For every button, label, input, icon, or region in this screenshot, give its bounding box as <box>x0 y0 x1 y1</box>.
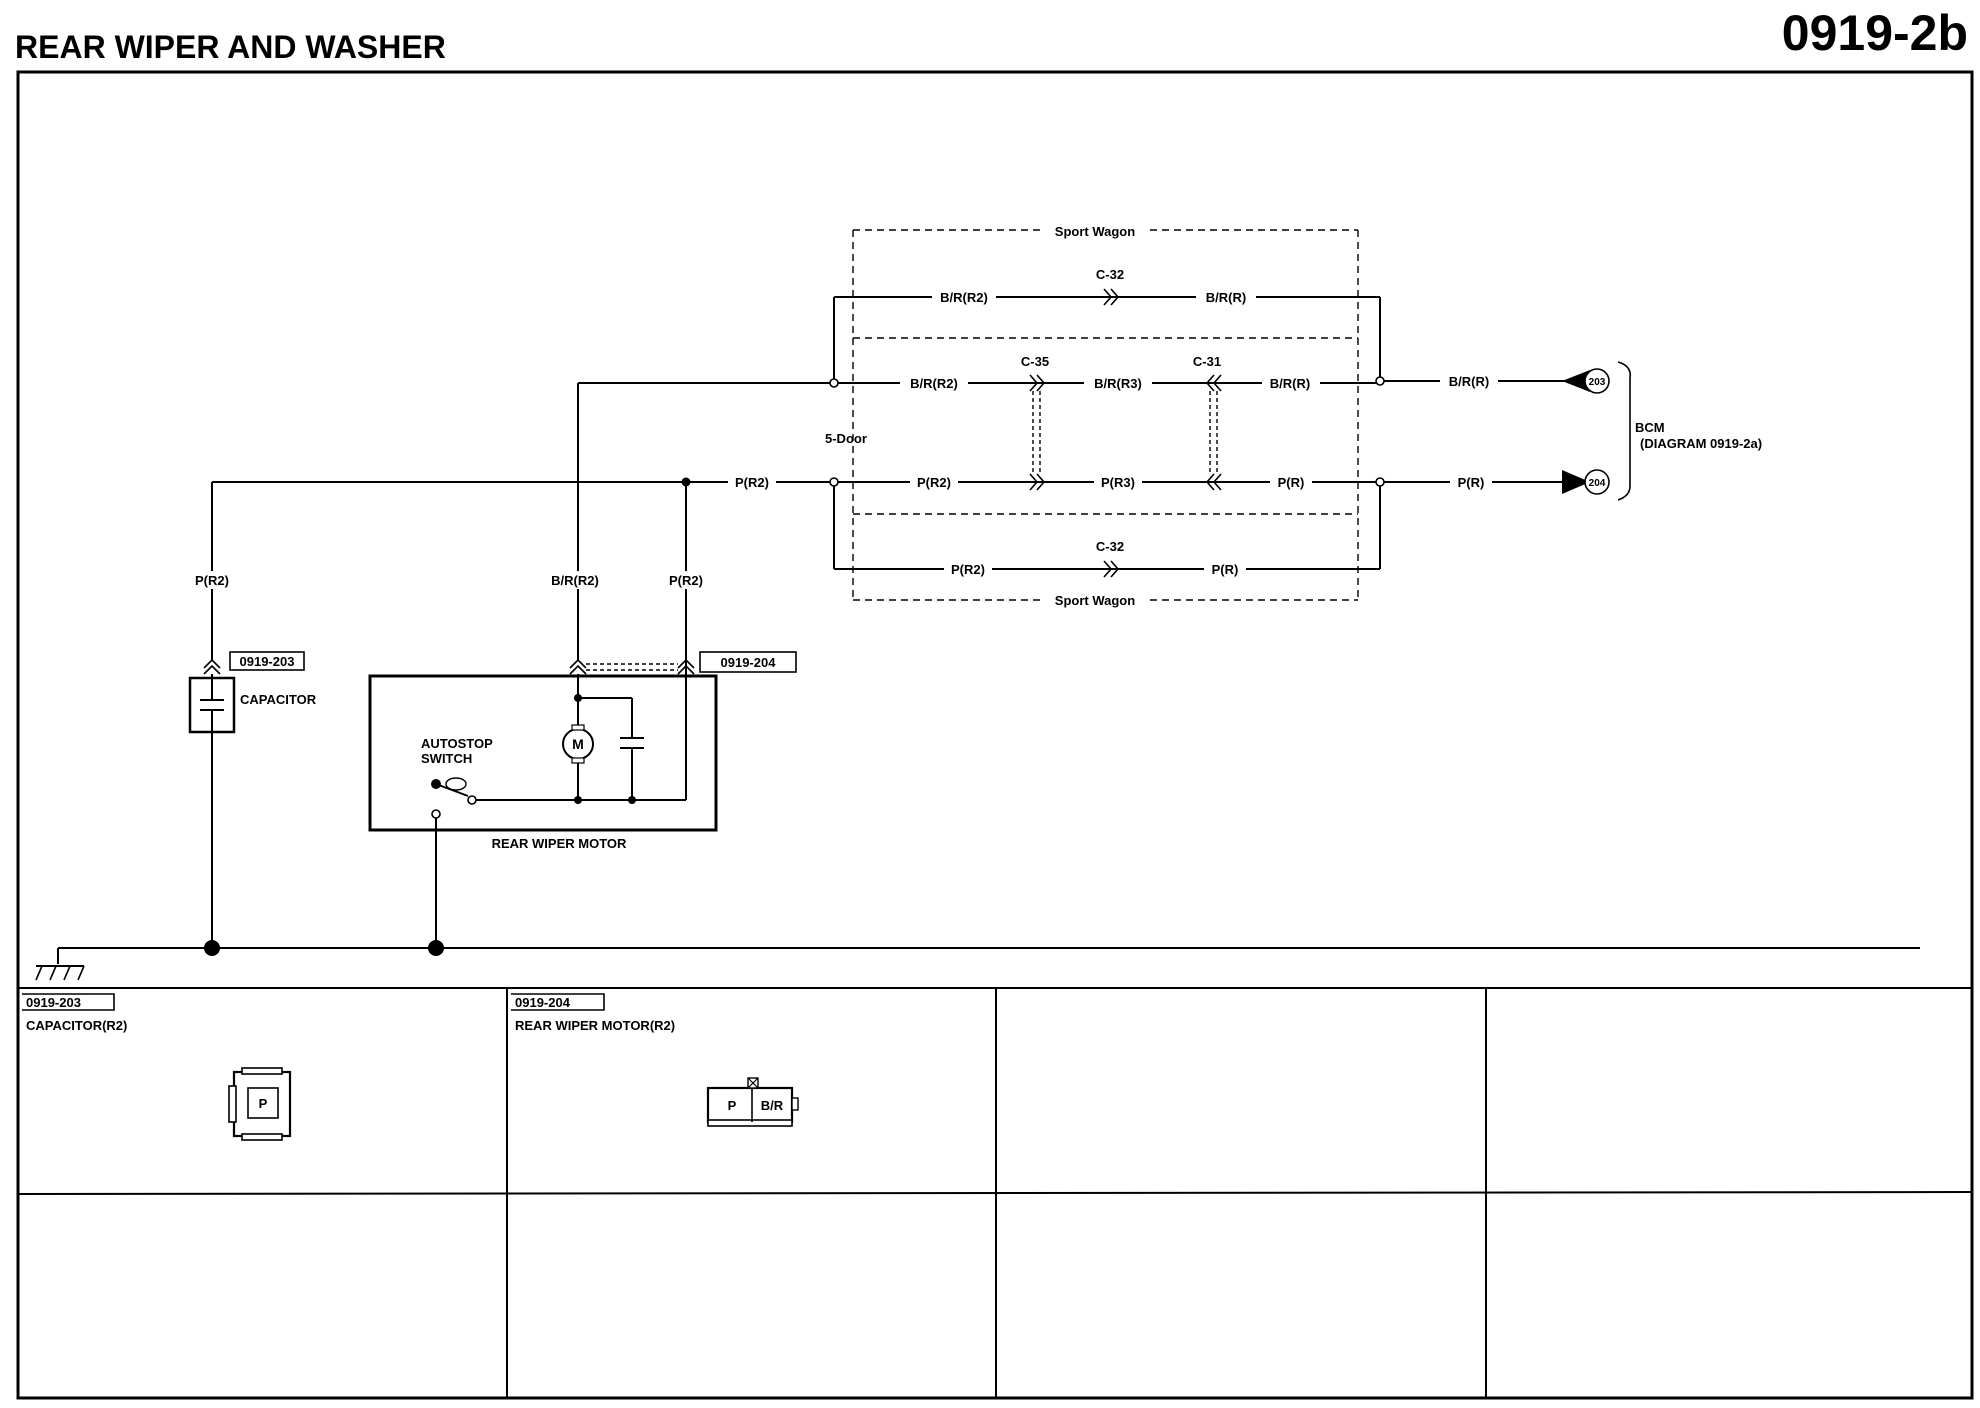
motor-tag: 0919-204 <box>721 655 777 670</box>
wire-label: B/R(R2) <box>551 573 599 588</box>
wire-label: P(R2) <box>195 573 229 588</box>
switch-contact <box>431 809 441 819</box>
connector-pin: B/R <box>761 1098 784 1113</box>
capacitor-connector-face: P <box>228 1067 292 1141</box>
connector-pin: P <box>259 1096 268 1111</box>
page-id: 0919-2b <box>1782 5 1968 61</box>
connector-c31: C-31 <box>1193 354 1222 491</box>
wire-label: P(R2) <box>669 573 703 588</box>
autostop-cam-icon <box>445 777 467 791</box>
autostop-switch-label: AUTOSTOP <box>421 736 493 751</box>
diagram-title: REAR WIPER AND WASHER <box>15 29 446 65</box>
splice-node <box>829 378 839 388</box>
connector-cell-id: 0919-203 <box>26 995 81 1010</box>
splice-node <box>1375 376 1385 386</box>
splice-node <box>829 477 839 487</box>
rear-wiper-motor-component: 0919-204 M AUTOSTOP SWITCH REAR WIPER MO… <box>368 651 797 948</box>
wire-label: P(R) <box>1278 475 1305 490</box>
connector-label: C-32 <box>1096 539 1124 554</box>
capacitor-tag: 0919-203 <box>240 654 295 669</box>
bcm-pin-label: 204 <box>1589 478 1606 489</box>
wire-label: P(R3) <box>1101 475 1135 490</box>
splice-node <box>574 796 582 804</box>
wire-label: P(R) <box>1458 475 1485 490</box>
bcm-bracket <box>1617 361 1632 501</box>
splice-node <box>574 694 582 702</box>
connector-cell-name: CAPACITOR(R2) <box>26 1018 127 1033</box>
wire-label: P(R2) <box>917 475 951 490</box>
motor-symbol-label: M <box>572 736 584 752</box>
switch-contact <box>467 795 477 805</box>
connector-pin: P <box>728 1098 737 1113</box>
connector-cell-rear-wiper-motor: 0919-204 REAR WIPER MOTOR(R2) P B/R <box>511 993 799 1127</box>
variant-label-sport-wagon: Sport Wagon <box>1055 593 1135 608</box>
motor-label: REAR WIPER MOTOR <box>492 836 627 851</box>
connector-cell-id: 0919-204 <box>515 995 571 1010</box>
wire-label: B/R(R3) <box>1094 376 1142 391</box>
ground-splice-node <box>428 940 444 956</box>
wire-labels: B/R(R2) B/R(R) B/R(R2) B/R(R3) B/R(R) B/… <box>188 288 1498 589</box>
wire-label: P(R2) <box>951 562 985 577</box>
ground-bus <box>35 940 1920 981</box>
capacitor-component: 0919-203 CAPACITOR <box>188 651 317 948</box>
bcm-diagram-ref: (DIAGRAM 0919-2a) <box>1640 436 1762 451</box>
sport-wagon-region: Sport Wagon Sport Wagon <box>852 224 1359 608</box>
ground-icon <box>35 965 85 981</box>
connector-table: 0919-203 CAPACITOR(R2) P 0919-204 REAR W… <box>17 987 1973 1398</box>
motor-connector-face: P B/R <box>706 1077 799 1127</box>
connector-label: C-31 <box>1193 354 1221 369</box>
wire-label: P(R) <box>1212 562 1239 577</box>
autostop-switch-label: SWITCH <box>421 751 472 766</box>
bcm-pin-label: 203 <box>1589 377 1606 388</box>
splice-node <box>628 796 636 804</box>
wire-label: B/R(R) <box>1206 290 1246 305</box>
bcm-terminal-203: 203 <box>1562 368 1610 394</box>
connector-cell-name: REAR WIPER MOTOR(R2) <box>515 1018 675 1033</box>
connector-label: C-35 <box>1021 354 1049 369</box>
five-door-region: 5-Door <box>825 337 1358 515</box>
wire-label: B/R(R2) <box>940 290 988 305</box>
capacitor-label: CAPACITOR <box>240 692 317 707</box>
connector-label: C-32 <box>1096 267 1124 282</box>
variant-label-five-door: 5-Door <box>825 431 867 446</box>
bcm-terminal-204: 204 <box>1562 469 1610 495</box>
bcm-label: BCM <box>1635 420 1665 435</box>
splice-node <box>681 477 691 487</box>
connector-c32-bottom: C-32 <box>1096 539 1124 578</box>
wire-label: B/R(R2) <box>910 376 958 391</box>
connector-c35: C-35 <box>1021 354 1049 491</box>
variant-label-sport-wagon: Sport Wagon <box>1055 224 1135 239</box>
wire-label: B/R(R) <box>1449 374 1489 389</box>
wire-label: B/R(R) <box>1270 376 1310 391</box>
ground-splice-node <box>204 940 220 956</box>
splice-node <box>1375 477 1385 487</box>
connector-cell-capacitor: 0919-203 CAPACITOR(R2) P <box>22 993 292 1141</box>
connector-c32-top: C-32 <box>1096 267 1124 306</box>
wire-label: P(R2) <box>735 475 769 490</box>
